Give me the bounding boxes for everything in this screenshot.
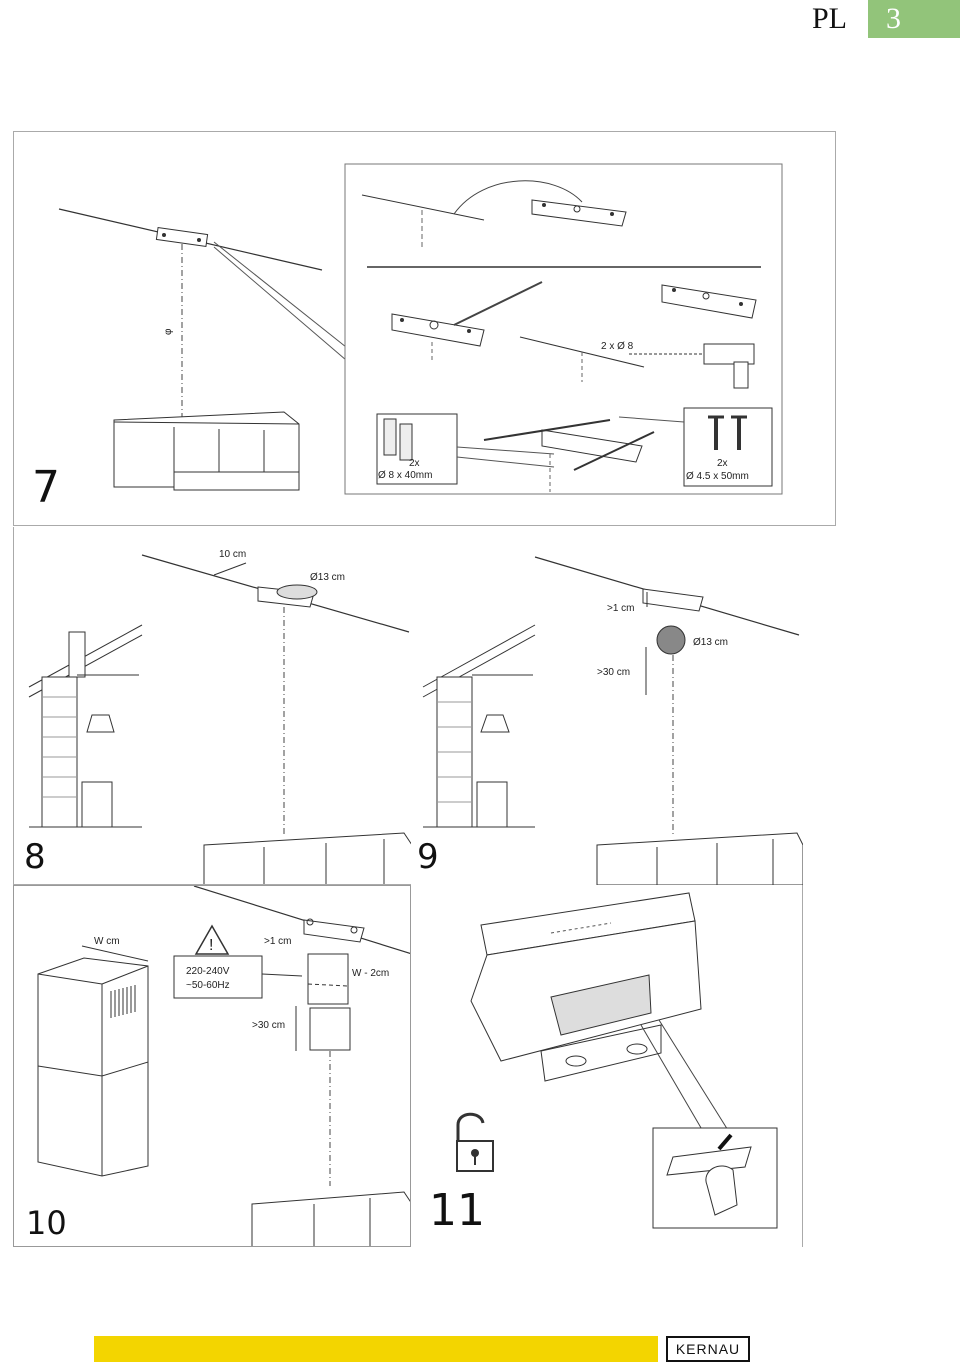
detail-inset: 2 x Ø 8 2x Ø 8 x 40mm 2x Ø 4.5 x 50mm (344, 163, 783, 495)
step-8-drawing: 10 cm Ø13 cm (28, 549, 411, 884)
step-7-drawing: φ (58, 163, 783, 495)
house-illustration (28, 624, 143, 828)
gap-label: >1 cm (264, 936, 292, 947)
duct-hole (276, 584, 318, 600)
drop-label: >30 cm (252, 1020, 285, 1031)
kitchen-cabinets (203, 832, 411, 884)
offset-label: 10 cm (219, 549, 246, 560)
dowel-icon (383, 418, 413, 461)
house-illustration (422, 624, 536, 828)
voltage-label: 220-240V (186, 966, 230, 977)
step-7-number: 7 (32, 462, 60, 513)
drill-icon (629, 343, 755, 389)
step-10-number: 10 (26, 1204, 67, 1242)
screw-icon (708, 415, 747, 450)
frequency-label: ~50-60Hz (186, 980, 230, 991)
cooker-hood (470, 892, 702, 1082)
step-7-panel: φ (13, 131, 836, 526)
language-code: PL (812, 2, 848, 35)
step-9-panel: >1 cm Ø13 cm >30 cm 9 (411, 527, 803, 885)
step-10-panel: W cm ! 220-240V ~50-60Hz >1 cm W - 2cm >… (13, 885, 411, 1247)
svg-text:φ: φ (163, 328, 174, 335)
hole-diameter-label: Ø13 cm (310, 572, 345, 583)
width-label: W cm (94, 936, 120, 947)
brand-logo: KERNAU (666, 1336, 750, 1362)
screw-size-label: Ø 4.5 x 50mm (686, 471, 749, 482)
duct-hole (656, 625, 686, 655)
inner-width-label: W - 2cm (352, 968, 389, 979)
kitchen-cabinets (596, 832, 803, 885)
svg-text:!: ! (209, 937, 213, 954)
screw-count-label: 2x (717, 458, 728, 469)
step-8-panel: 10 cm Ø13 cm 8 (13, 527, 411, 885)
kitchen-cabinets (251, 1191, 410, 1246)
drop-label: >30 cm (597, 667, 630, 678)
step-9-drawing: >1 cm Ø13 cm >30 cm (422, 556, 803, 885)
footer-accent-bar (94, 1336, 658, 1362)
dowel-size-label: Ø 8 x 40mm (378, 470, 432, 481)
page-number-badge: 3 (868, 0, 960, 38)
step-11-drawing (456, 892, 778, 1229)
unlock-icon (456, 1112, 494, 1172)
gap-label: >1 cm (607, 603, 635, 614)
warning-icon: ! (194, 924, 230, 955)
step-11-number: 11 (429, 1185, 485, 1236)
step-11-panel: 11 (411, 885, 803, 1247)
bracket-on-ceiling (155, 227, 209, 247)
step-9-number: 9 (417, 837, 439, 877)
hand-icon (705, 1133, 738, 1216)
wall-cabinet (113, 411, 300, 491)
step-10-drawing: W cm ! 220-240V ~50-60Hz >1 cm W - 2cm >… (37, 886, 410, 1246)
dowel-count-label: 2x (409, 458, 420, 469)
chimney-cover (37, 957, 149, 1177)
step-8-number: 8 (24, 837, 46, 877)
drill-size-label: 2 x Ø 8 (601, 341, 634, 352)
hole-diameter-label: Ø13 cm (693, 637, 728, 648)
